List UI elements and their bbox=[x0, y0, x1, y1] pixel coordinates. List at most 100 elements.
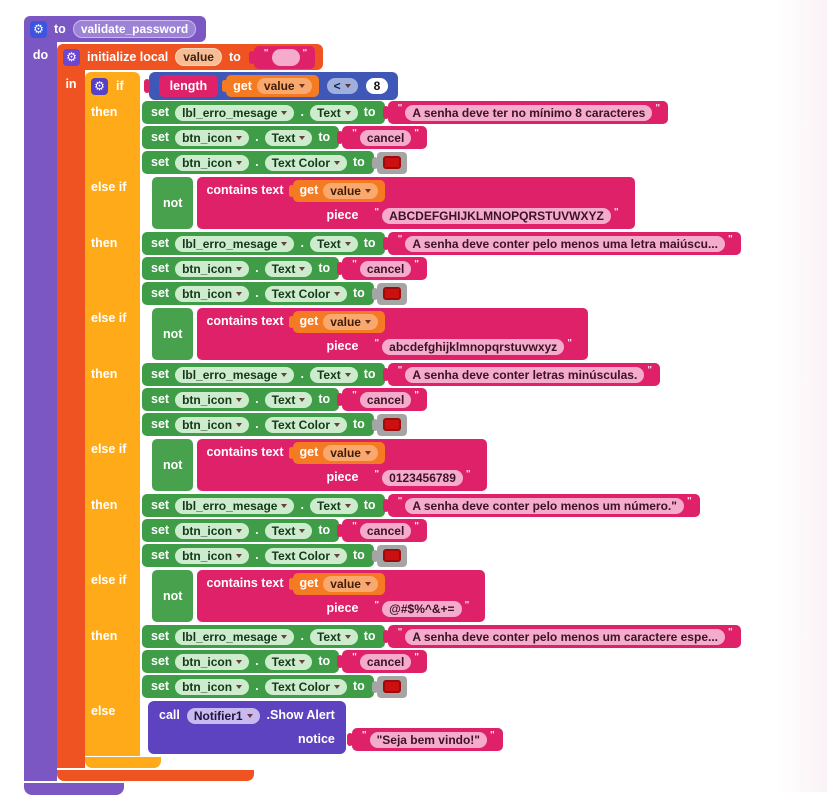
notifier-dropdown[interactable]: Notifier1 bbox=[186, 707, 260, 724]
cancel-text-block[interactable]: " cancel " bbox=[337, 388, 428, 411]
message-text-block[interactable]: " A senha deve conter pelo menos um núme… bbox=[382, 494, 700, 517]
set-block[interactable]: set btn_icon . Text to bbox=[142, 257, 340, 280]
color-socket-block[interactable] bbox=[371, 675, 407, 698]
string-field[interactable]: ABCDEFGHIJKLMNOPQRSTUVWXYZ bbox=[382, 207, 611, 224]
message-text-block[interactable]: " A senha deve conter letras minúsculas.… bbox=[382, 363, 661, 386]
set-block[interactable]: set btn_icon . Text to bbox=[142, 519, 340, 542]
property-dropdown[interactable]: Text bbox=[264, 653, 313, 670]
piece-text-block[interactable]: " ABCDEFGHIJKLMNOPQRSTUVWXYZ " bbox=[367, 204, 626, 227]
color-socket-block[interactable] bbox=[371, 282, 407, 305]
get-value-block[interactable]: get value bbox=[288, 179, 385, 202]
value-dropdown[interactable]: value bbox=[256, 78, 312, 94]
value-dropdown[interactable]: value bbox=[323, 444, 378, 461]
welcome-text-block[interactable]: " "Seja bem vindo!" " bbox=[346, 728, 503, 751]
component-dropdown[interactable]: lbl_erro_mesage bbox=[175, 104, 295, 121]
string-field[interactable]: cancel bbox=[359, 653, 412, 670]
message-text-block[interactable]: " A senha deve conter pelo menos uma let… bbox=[382, 232, 741, 255]
length-block[interactable]: length bbox=[158, 75, 219, 97]
property-dropdown[interactable]: Text Color bbox=[264, 416, 348, 433]
component-dropdown[interactable]: btn_icon bbox=[175, 154, 250, 171]
string-field[interactable]: A senha deve conter pelo menos um número… bbox=[405, 497, 684, 514]
if-header[interactable]: ⚙ if bbox=[85, 72, 140, 100]
color-socket-block[interactable] bbox=[371, 151, 407, 174]
contains-text-block[interactable]: contains text get value bbox=[197, 439, 487, 491]
number-field[interactable]: 8 bbox=[365, 78, 389, 94]
component-dropdown[interactable]: btn_icon bbox=[175, 285, 250, 302]
property-dropdown[interactable]: Text Color bbox=[264, 154, 348, 171]
set-block[interactable]: set btn_icon . Text Color to bbox=[142, 151, 374, 174]
set-block[interactable]: set lbl_erro_mesage . Text to bbox=[142, 363, 385, 386]
if-block[interactable]: ⚙ if length get value bbox=[85, 72, 741, 768]
component-dropdown[interactable]: btn_icon bbox=[175, 522, 250, 539]
value-dropdown[interactable]: value bbox=[323, 575, 378, 592]
gear-icon[interactable]: ⚙ bbox=[63, 48, 80, 66]
property-dropdown[interactable]: Text bbox=[264, 391, 313, 408]
string-field[interactable]: cancel bbox=[359, 129, 412, 146]
red-color-swatch[interactable] bbox=[382, 156, 401, 169]
gear-icon[interactable]: ⚙ bbox=[30, 20, 47, 38]
red-color-swatch[interactable] bbox=[382, 680, 401, 693]
cancel-text-block[interactable]: " cancel " bbox=[337, 650, 428, 673]
not-block[interactable]: not bbox=[152, 177, 194, 229]
piece-text-block[interactable]: " @#$%^&+= " bbox=[367, 597, 477, 620]
set-block[interactable]: set btn_icon . Text Color to bbox=[142, 282, 374, 305]
cancel-text-block[interactable]: " cancel " bbox=[337, 126, 428, 149]
set-block[interactable]: set btn_icon . Text Color to bbox=[142, 544, 374, 567]
property-dropdown[interactable]: Text bbox=[309, 104, 358, 121]
gear-icon[interactable]: ⚙ bbox=[91, 77, 108, 95]
not-block[interactable]: not bbox=[152, 439, 194, 491]
not-block[interactable]: not bbox=[152, 308, 194, 360]
property-dropdown[interactable]: Text Color bbox=[264, 547, 348, 564]
contains-text-block[interactable]: contains text get value bbox=[197, 177, 635, 229]
color-socket-block[interactable] bbox=[371, 413, 407, 436]
call-notifier-block[interactable]: call Notifier1 .Show Alert notice bbox=[148, 701, 346, 754]
set-block[interactable]: set btn_icon . Text Color to bbox=[142, 413, 374, 436]
component-dropdown[interactable]: lbl_erro_mesage bbox=[175, 366, 295, 383]
piece-text-block[interactable]: " abcdefghijklmnopqrstuvwxyz " bbox=[367, 335, 579, 358]
value-dropdown[interactable]: value bbox=[323, 182, 378, 199]
not-block[interactable]: not bbox=[152, 570, 194, 622]
set-block[interactable]: set lbl_erro_mesage . Text to bbox=[142, 101, 385, 124]
local-var-name-field[interactable]: value bbox=[175, 48, 222, 66]
piece-text-block[interactable]: " 0123456789 " bbox=[367, 466, 478, 489]
component-dropdown[interactable]: btn_icon bbox=[175, 260, 250, 277]
property-dropdown[interactable]: Text bbox=[264, 260, 313, 277]
value-dropdown[interactable]: value bbox=[323, 313, 378, 330]
component-dropdown[interactable]: btn_icon bbox=[175, 547, 250, 564]
compare-op-dropdown[interactable]: < bbox=[326, 78, 358, 94]
message-text-block[interactable]: " A senha deve conter pelo menos um cara… bbox=[382, 625, 741, 648]
property-dropdown[interactable]: Text bbox=[309, 497, 358, 514]
set-block[interactable]: set btn_icon . Text to bbox=[142, 650, 340, 673]
component-dropdown[interactable]: btn_icon bbox=[175, 653, 250, 670]
empty-string-block[interactable]: " " bbox=[248, 45, 316, 69]
string-field[interactable] bbox=[271, 48, 300, 66]
property-dropdown[interactable]: Text Color bbox=[264, 285, 348, 302]
string-field[interactable]: cancel bbox=[359, 522, 412, 539]
set-block[interactable]: set btn_icon . Text to bbox=[142, 388, 340, 411]
string-field[interactable]: A senha deve conter pelo menos um caract… bbox=[405, 628, 725, 645]
string-field[interactable]: "Seja bem vindo!" bbox=[369, 731, 487, 748]
property-dropdown[interactable]: Text bbox=[309, 366, 358, 383]
red-color-swatch[interactable] bbox=[382, 287, 401, 300]
set-block[interactable]: set lbl_erro_mesage . Text to bbox=[142, 232, 385, 255]
property-dropdown[interactable]: Text bbox=[264, 129, 313, 146]
string-field[interactable]: 0123456789 bbox=[382, 469, 463, 486]
component-dropdown[interactable]: btn_icon bbox=[175, 391, 250, 408]
string-field[interactable]: A senha deve conter letras minúsculas. bbox=[405, 366, 645, 383]
component-dropdown[interactable]: btn_icon bbox=[175, 416, 250, 433]
string-field[interactable]: @#$%^&+= bbox=[382, 600, 462, 617]
cancel-text-block[interactable]: " cancel " bbox=[337, 257, 428, 280]
get-value-block[interactable]: get value bbox=[222, 75, 319, 97]
property-dropdown[interactable]: Text bbox=[264, 522, 313, 539]
string-field[interactable]: A senha deve ter no mínimo 8 caracteres bbox=[405, 104, 653, 121]
component-dropdown[interactable]: lbl_erro_mesage bbox=[175, 497, 295, 514]
contains-text-block[interactable]: contains text get value bbox=[197, 570, 486, 622]
color-socket-block[interactable] bbox=[371, 544, 407, 567]
property-dropdown[interactable]: Text Color bbox=[264, 678, 348, 695]
procedure-block[interactable]: ⚙ to validate_password do ⚙ initialize l… bbox=[24, 16, 827, 795]
set-block[interactable]: set lbl_erro_mesage . Text to bbox=[142, 625, 385, 648]
condition-compare-block[interactable]: length get value < 8 bbox=[143, 72, 399, 100]
red-color-swatch[interactable] bbox=[382, 418, 401, 431]
property-dropdown[interactable]: Text bbox=[309, 628, 358, 645]
set-block[interactable]: set btn_icon . Text to bbox=[142, 126, 340, 149]
